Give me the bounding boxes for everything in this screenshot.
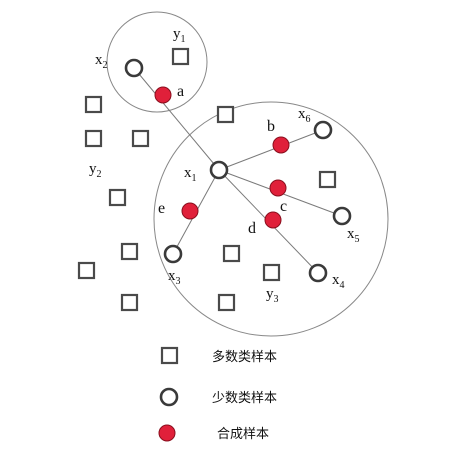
synthetic-sample-d [264, 211, 282, 229]
majority-square [318, 170, 337, 189]
majority-square [84, 95, 103, 114]
neighborhood-circle-large [153, 101, 389, 337]
minority-sample-x6 [313, 120, 333, 140]
synthetic-sample-a [154, 86, 172, 104]
majority-square [262, 263, 281, 282]
label-a: a [177, 83, 184, 100]
legend-minority-label: 少数类样本 [212, 391, 277, 406]
legend-majority-icon [160, 346, 179, 365]
label-d: d [248, 220, 256, 237]
majority-square [216, 105, 235, 124]
label-x1: x1 [184, 165, 197, 184]
legend-synthetic-icon [158, 424, 176, 442]
minority-sample-x4 [308, 263, 328, 283]
synthetic-sample-c [269, 179, 287, 197]
legend-majority-label: 多数类样本 [212, 349, 277, 365]
label-x4: x4 [332, 272, 345, 291]
label-x2: x2 [95, 52, 108, 71]
minority-sample-x1 [209, 160, 229, 180]
label-x3: x3 [168, 268, 181, 287]
majority-square [131, 129, 150, 148]
majority-square [120, 293, 139, 312]
label-y1: y1 [173, 26, 186, 45]
synthetic-sample-e [181, 202, 199, 220]
label-c: c [280, 198, 287, 215]
minority-sample-x3 [163, 244, 183, 264]
label-e: e [158, 200, 165, 217]
majority-square [108, 188, 127, 207]
legend-minority-icon [159, 387, 179, 407]
majority-square [217, 293, 236, 312]
minority-samples [124, 58, 352, 283]
neighborhood-circle-small [106, 11, 208, 113]
label-b: b [267, 118, 275, 135]
majority-square [120, 242, 139, 261]
label-x6: x6 [298, 106, 311, 125]
synthetic-sample-b [272, 136, 290, 154]
majority-square [77, 261, 96, 280]
synthetic-samples [154, 86, 290, 229]
legend: 多数类样本 少数类样本 合成样本 [158, 346, 277, 442]
label-y2: y2 [89, 161, 102, 180]
minority-sample-x2 [124, 58, 144, 78]
majority-samples [77, 47, 337, 312]
majority-square [171, 47, 190, 66]
line-x1-x6 [218, 129, 324, 171]
majority-square [84, 129, 103, 148]
label-y3: y3 [266, 286, 279, 305]
minority-sample-x5 [332, 206, 352, 226]
legend-synthetic-label: 合成样本 [217, 427, 269, 442]
label-x5: x5 [347, 226, 360, 245]
line-x1-x2 [133, 67, 220, 171]
majority-square [222, 244, 241, 263]
